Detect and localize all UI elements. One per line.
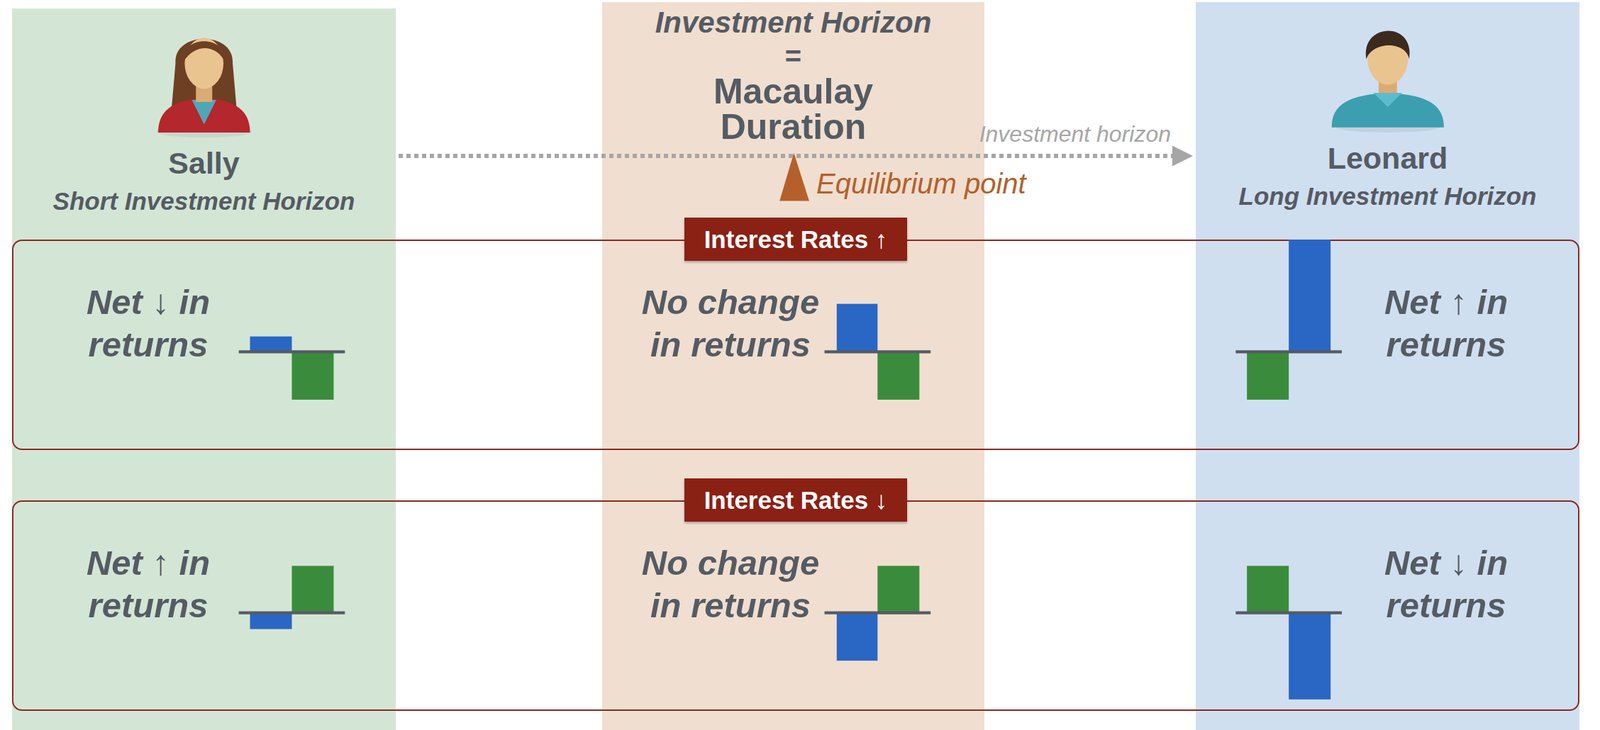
head xyxy=(184,37,224,89)
price-bar xyxy=(250,613,293,630)
bar-axis xyxy=(824,611,932,615)
shirt xyxy=(191,100,217,125)
price-bar xyxy=(250,336,293,353)
scenario-heading: Interest Rates ↓ xyxy=(684,478,908,522)
text-slot: Net ↑ in returns xyxy=(63,541,234,627)
band-heading: Investment Horizon xyxy=(602,4,985,41)
equilibrium-marker xyxy=(779,153,810,202)
person-name: Sally xyxy=(12,145,396,181)
shirt xyxy=(1331,92,1444,128)
text-slot: = xyxy=(602,40,985,72)
text-slot: Net ↑ in returns xyxy=(1360,280,1532,366)
text-slot: Macaulay Duration xyxy=(680,73,908,145)
jacket xyxy=(158,97,250,133)
hair-fringe xyxy=(183,41,225,61)
arrow-head xyxy=(1172,146,1193,167)
text-slot: Short Investment Horizon xyxy=(12,186,396,217)
dotted-line xyxy=(398,153,1175,159)
bar-axis xyxy=(239,350,346,354)
price-bar xyxy=(836,613,879,662)
neck xyxy=(1378,75,1398,96)
returns-note: No change in returns xyxy=(637,280,824,366)
reinvest-bar xyxy=(877,351,920,400)
text-slot: Investment horizon xyxy=(979,121,1171,147)
returns-note: Net ↓ in returns xyxy=(63,280,234,366)
scenario-row: Interest Rates ↓Net ↑ in returnsNo chang… xyxy=(12,500,1580,712)
reinvest-bar xyxy=(291,565,334,613)
text-slot: Interest Rates ↓ xyxy=(13,478,1579,522)
scenario-heading: Interest Rates ↑ xyxy=(684,217,908,261)
price-bar xyxy=(1288,613,1331,700)
horizon-arrow xyxy=(398,146,1193,167)
text-slot: Interest Rates ↑ xyxy=(13,217,1579,261)
returns-note: Net ↑ in returns xyxy=(63,541,234,627)
text-slot: Equilibrium point xyxy=(816,166,1027,201)
equals-sign: = xyxy=(602,40,985,72)
person-name: Leonard xyxy=(1195,140,1580,176)
returns-note: Net ↑ in returns xyxy=(1360,280,1532,366)
text-slot: Net ↓ in returns xyxy=(1360,541,1532,627)
scenario-row: Interest Rates ↑Net ↓ in returnsNo chang… xyxy=(12,239,1580,451)
bar-axis xyxy=(239,611,346,615)
reinvest-bar xyxy=(1246,565,1289,613)
bar-axis xyxy=(1235,350,1342,354)
collar xyxy=(1373,92,1403,108)
hair xyxy=(1365,31,1410,60)
text-slot: No change in returns xyxy=(637,541,824,627)
icon-shadow xyxy=(1334,120,1442,133)
bar-axis xyxy=(1235,611,1342,615)
neck xyxy=(195,81,213,103)
edge-label: Investment horizon xyxy=(979,121,1171,147)
reinvest-bar xyxy=(1246,351,1289,400)
price-bar xyxy=(1288,239,1331,352)
equilibrium-label: Equilibrium point xyxy=(816,166,1027,201)
horizon-subtitle: Long Investment Horizon xyxy=(1195,181,1580,212)
text-slot: No change in returns xyxy=(637,280,824,366)
hair xyxy=(171,39,237,111)
text-slot: Net ↓ in returns xyxy=(63,280,234,366)
text-slot: Investment Horizon xyxy=(602,4,985,41)
price-bar xyxy=(836,304,879,353)
text-slot: Sally xyxy=(12,145,396,181)
band-heading: Macaulay Duration xyxy=(680,73,908,145)
horizon-subtitle: Short Investment Horizon xyxy=(12,186,396,217)
reinvest-bar xyxy=(291,351,334,400)
bar-axis xyxy=(824,350,932,354)
icon-shadow xyxy=(156,125,252,138)
text-slot: Leonard xyxy=(1195,140,1580,176)
returns-note: No change in returns xyxy=(637,541,824,627)
returns-note: Net ↓ in returns xyxy=(1360,541,1532,627)
head xyxy=(1367,31,1409,86)
reinvest-bar xyxy=(877,565,920,613)
text-slot: Long Investment Horizon xyxy=(1195,181,1580,212)
